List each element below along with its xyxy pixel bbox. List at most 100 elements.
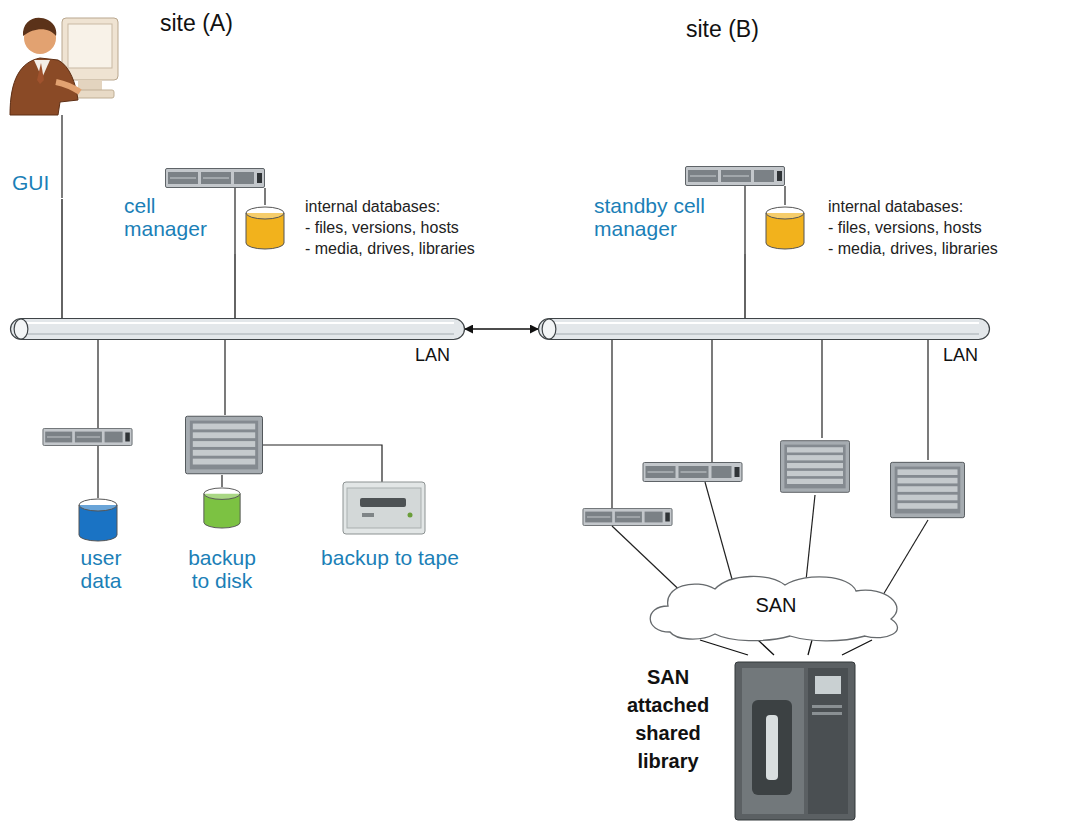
network-link xyxy=(234,254,235,318)
standby-server-part xyxy=(686,167,785,186)
network-link xyxy=(700,640,872,655)
gui-user-figure-part xyxy=(37,63,44,84)
pipe-shape xyxy=(10,318,465,340)
site-a-servers-part xyxy=(221,475,222,487)
tape-drive-part xyxy=(408,513,413,518)
label-holder: site (A) xyxy=(160,10,233,38)
site-b-servers-part xyxy=(880,520,928,600)
label-holder: - files, versions, hosts xyxy=(828,218,982,237)
node-label: SAN xyxy=(640,594,912,616)
database-note: - files, versions, hosts xyxy=(305,218,459,237)
gui-user-figure-part xyxy=(68,24,112,68)
node-label: standby cell manager xyxy=(594,194,732,240)
standby-manager-node: standby cell manager xyxy=(590,164,812,254)
site-b-servers-part xyxy=(583,508,672,525)
cell-manager-server-part xyxy=(234,188,235,254)
site-a-servers xyxy=(43,340,382,541)
pipe-end xyxy=(14,319,28,339)
cell-manager-server-part xyxy=(246,207,284,249)
pipe-body xyxy=(539,319,990,340)
site-b-servers-part xyxy=(805,495,815,590)
database-note: - files, versions, hosts xyxy=(828,218,982,237)
network-link xyxy=(61,199,62,318)
shared-library-part xyxy=(735,662,855,820)
site-b-servers-part xyxy=(711,340,712,462)
cell-manager-server xyxy=(166,169,285,255)
gui-user-figure xyxy=(10,18,118,115)
node-label: cell manager xyxy=(124,194,226,240)
site-a-servers-part xyxy=(97,340,98,428)
node-label: GUI xyxy=(12,171,72,194)
standby-server-part xyxy=(744,186,745,254)
shared-library-part xyxy=(742,668,804,814)
pipe-highlight xyxy=(549,322,979,324)
label-holder: internal databases: xyxy=(828,197,963,216)
gui-user-figure-part xyxy=(62,18,118,80)
node-label: SAN attached shared library xyxy=(612,663,724,775)
lan-pipe: LAN xyxy=(538,318,990,340)
site-b-servers xyxy=(583,340,965,600)
gui-user-figure-part xyxy=(56,82,80,92)
lan-pipe: LAN xyxy=(10,318,465,340)
label-holder: site (B) xyxy=(686,16,759,44)
cell-manager-server-part xyxy=(264,188,265,205)
pipe-shape xyxy=(538,318,990,340)
tape-drive-part xyxy=(360,498,406,507)
site-a-servers-part xyxy=(97,446,98,498)
gui-node: GUI xyxy=(8,3,120,199)
gui-user-figure-part xyxy=(78,80,102,90)
site-a-servers-part xyxy=(43,428,132,445)
database-note: - media, drives, libraries xyxy=(828,239,998,258)
site-title: site (B) xyxy=(686,16,759,44)
shared-library-part xyxy=(766,715,778,780)
shared-library-part xyxy=(812,705,842,708)
site-a-servers-part xyxy=(79,499,117,541)
shared-library-part xyxy=(812,712,842,715)
label-holder: - media, drives, libraries xyxy=(828,239,998,258)
node-label: backup to tape xyxy=(300,546,480,569)
cell-manager-server-part xyxy=(166,169,265,188)
site-a-servers-part xyxy=(263,445,382,482)
shared-library xyxy=(735,662,855,820)
database-note: internal databases: xyxy=(828,197,963,216)
pipe-shade xyxy=(21,333,454,335)
san-cloud: SAN xyxy=(640,572,912,642)
node-label: user data xyxy=(66,546,136,592)
site-b-servers-part xyxy=(927,340,928,460)
shared-library-part xyxy=(808,668,848,814)
site-b-servers-part xyxy=(780,441,849,493)
site-a-servers-part xyxy=(224,340,225,415)
tape-drive-part xyxy=(343,482,425,534)
label-holder: - files, versions, hosts xyxy=(305,218,459,237)
database-note: - media, drives, libraries xyxy=(305,239,475,258)
site-a-servers-part xyxy=(204,488,240,528)
database-note: internal databases: xyxy=(305,197,440,216)
network-link xyxy=(465,328,538,329)
shared-library-part xyxy=(815,676,841,694)
site-b-servers-part xyxy=(705,482,735,590)
gui-user-figure-part xyxy=(23,18,56,36)
site-title: site (A) xyxy=(160,10,233,38)
node-label: LAN xyxy=(415,346,465,366)
site-a-servers-part xyxy=(185,416,262,474)
pipe-end xyxy=(542,319,556,339)
shared-library-part xyxy=(752,700,792,795)
tape-drive-part xyxy=(362,513,374,517)
node-label: LAN xyxy=(943,346,988,366)
tape-node: backup to tape xyxy=(300,476,480,576)
site-b-servers-part xyxy=(821,340,822,438)
site-b-servers-part xyxy=(890,462,964,517)
network-link xyxy=(744,254,745,318)
site-b-servers-part xyxy=(611,340,612,508)
storage-node: backup to disk xyxy=(178,484,266,597)
library-node: SAN attached shared library xyxy=(612,655,860,820)
gui-wire-part xyxy=(61,115,62,198)
storage-node: user data xyxy=(66,496,136,597)
gui-wire xyxy=(62,115,63,198)
standby-server-part xyxy=(784,186,785,205)
node-label: backup to disk xyxy=(178,546,266,592)
pipe-body xyxy=(11,319,465,340)
